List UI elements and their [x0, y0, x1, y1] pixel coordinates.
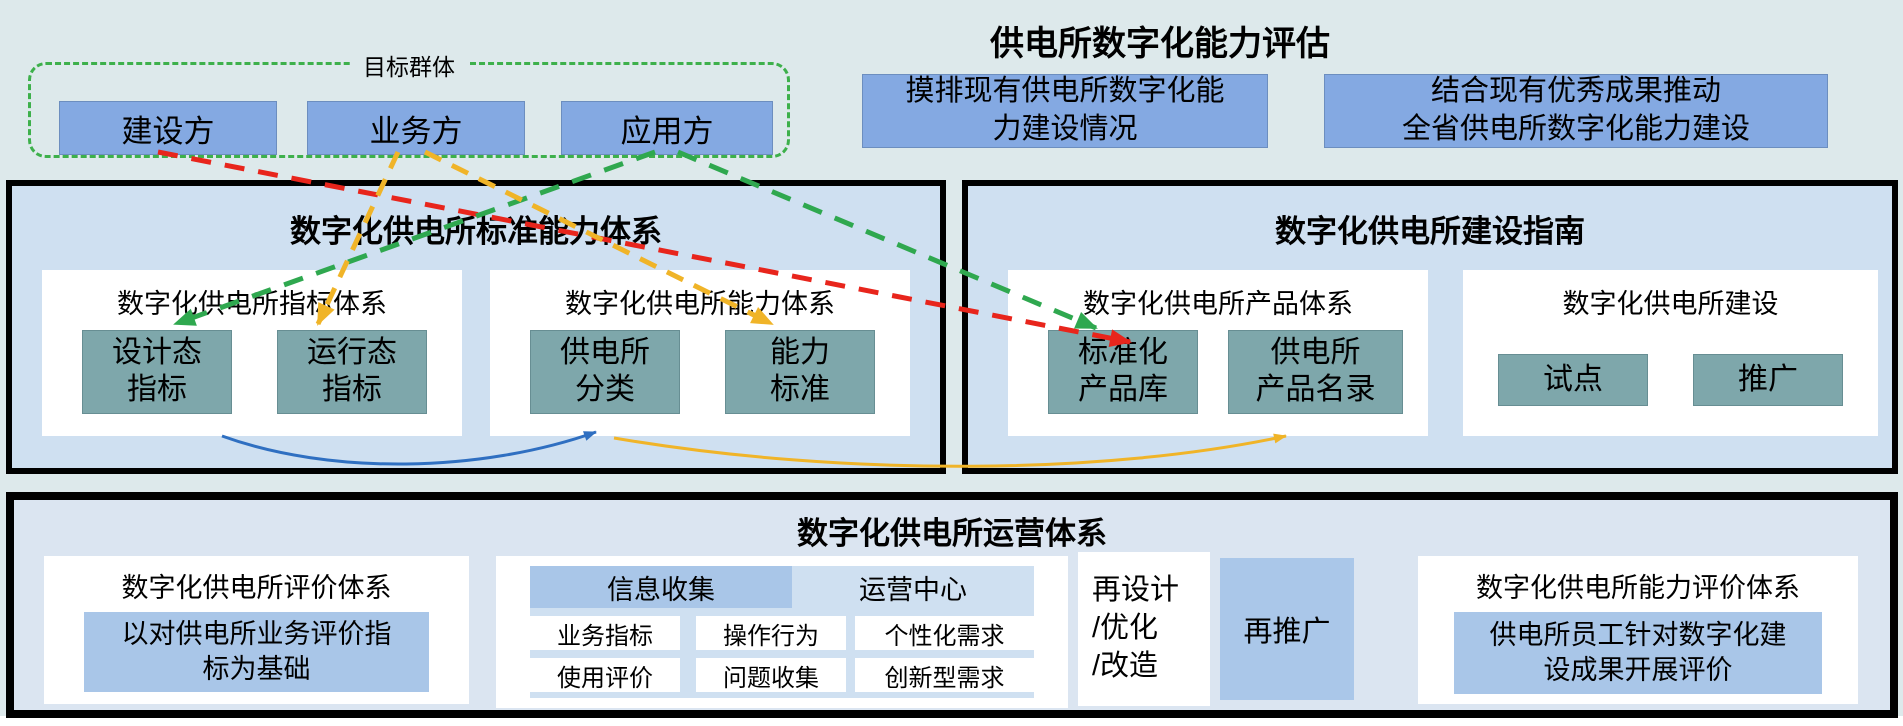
- construction-guide-panel: 数字化供电所建设指南 数字化供电所产品体系 标准化 产品库 供电所 产品名录 数…: [962, 180, 1898, 474]
- operation-panel-title: 数字化供电所运营体系: [797, 516, 1107, 551]
- capability-evaluation-box: 数字化供电所能力评价体系 供电所员工针对数字化建 设成果开展评价: [1418, 556, 1858, 704]
- product-system-title: 数字化供电所产品体系: [1083, 289, 1353, 319]
- design-indicator-box: 设计态 指标: [82, 330, 232, 414]
- promotion-box: 推广: [1693, 354, 1843, 406]
- indicator-system-group: 数字化供电所指标体系 设计态 指标 运行态 指标: [42, 270, 462, 436]
- station-classification-box: 供电所 分类: [530, 330, 680, 414]
- repromote-box: 再推广: [1220, 558, 1354, 700]
- standard-capability-panel: 数字化供电所标准能力体系 数字化供电所指标体系 设计态 指标 运行态 指标 数字…: [6, 180, 946, 474]
- product-system-group: 数字化供电所产品体系 标准化 产品库 供电所 产品名录: [1008, 270, 1428, 436]
- note-survey: 摸排现有供电所数字化能 力建设情况: [862, 74, 1268, 148]
- cell-problem-collection: 问题收集: [696, 658, 846, 692]
- capability-evaluation-note: 供电所员工针对数字化建 设成果开展评价: [1454, 612, 1822, 694]
- target-member-builder: 建设方: [59, 101, 277, 155]
- evaluation-basis-note: 以对供电所业务评价指 标为基础: [84, 612, 429, 692]
- construction-title: 数字化供电所建设: [1562, 289, 1779, 319]
- indicator-system-title: 数字化供电所指标体系: [117, 289, 387, 319]
- standard-panel-title: 数字化供电所标准能力体系: [290, 214, 662, 249]
- cell-business-indicator: 业务指标: [530, 616, 680, 650]
- capability-system-title: 数字化供电所能力体系: [565, 289, 835, 319]
- product-catalog-box: 供电所 产品名录: [1228, 330, 1403, 414]
- redesign-box: 再设计 /优化 /改造: [1078, 552, 1210, 706]
- capability-system-group: 数字化供电所能力体系 供电所 分类 能力 标准: [490, 270, 910, 436]
- operation-center-box: 信息收集 运营中心 业务指标 操作行为 个性化需求 使用评价 问题收集 创新型需…: [496, 556, 1068, 708]
- operation-center-label: 运营中心: [859, 574, 967, 605]
- capability-standard-box: 能力 标准: [725, 330, 875, 414]
- target-member-application: 应用方: [561, 101, 773, 155]
- cell-personalized-need: 个性化需求: [855, 616, 1034, 650]
- pilot-box: 试点: [1498, 354, 1648, 406]
- evaluation-system-box: 数字化供电所评价体系 以对供电所业务评价指 标为基础: [44, 556, 469, 704]
- note-promote: 结合现有优秀成果推动 全省供电所数字化能力建设: [1324, 74, 1828, 148]
- page-title: 供电所数字化能力评估: [990, 25, 1330, 63]
- target-group-box: 目标群体 建设方 业务方 应用方: [28, 48, 790, 158]
- info-collect-box: 信息收集: [530, 566, 792, 608]
- construction-group: 数字化供电所建设 试点 推广: [1463, 270, 1878, 436]
- cell-operation-behavior: 操作行为: [696, 616, 846, 650]
- evaluation-system-title: 数字化供电所评价体系: [121, 573, 392, 603]
- capability-evaluation-title: 数字化供电所能力评价体系: [1476, 573, 1800, 603]
- standard-product-library-box: 标准化 产品库: [1048, 330, 1198, 414]
- cell-usage-evaluation: 使用评价: [530, 658, 680, 692]
- target-group-label: 目标群体: [351, 48, 467, 82]
- operation-center-backdrop: 信息收集 运营中心 业务指标 操作行为 个性化需求 使用评价 问题收集 创新型需…: [530, 566, 1034, 698]
- guide-panel-title: 数字化供电所建设指南: [1275, 214, 1585, 249]
- cell-innovative-need: 创新型需求: [855, 658, 1034, 692]
- target-member-business: 业务方: [307, 101, 525, 155]
- operation-system-panel: 数字化供电所运营体系 数字化供电所评价体系 以对供电所业务评价指 标为基础 信息…: [6, 492, 1898, 718]
- runtime-indicator-box: 运行态 指标: [277, 330, 427, 414]
